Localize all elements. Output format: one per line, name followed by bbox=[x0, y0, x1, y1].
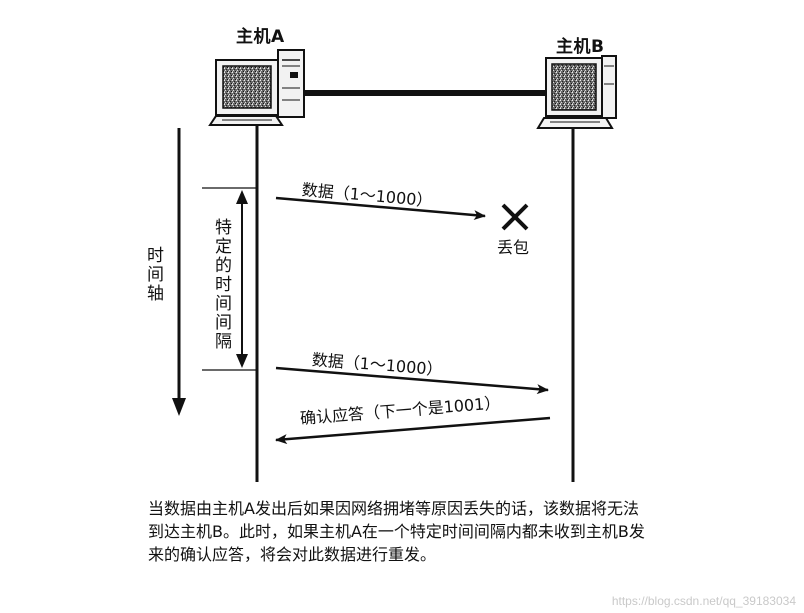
computer-a-icon bbox=[210, 50, 304, 125]
computer-b-icon bbox=[538, 56, 616, 128]
time-axis-arrowhead bbox=[172, 398, 186, 416]
interval-arrowhead-down bbox=[236, 354, 248, 368]
interval-label: 特定的时间间隔 bbox=[212, 218, 229, 351]
cross-icon bbox=[503, 205, 527, 229]
time-axis-label: 时间轴 bbox=[144, 246, 161, 303]
caption-text: 当数据由主机A发出后如果因网络拥堵等原因丢失的话，该数据将无法到达主机B。此时，… bbox=[148, 497, 648, 566]
host-a-label: 主机A bbox=[236, 22, 285, 47]
loss-label: 丢包 bbox=[497, 234, 529, 258]
interval-arrowhead-up bbox=[236, 190, 248, 204]
watermark: https://blog.csdn.net/qq_39183034 bbox=[612, 594, 796, 608]
network-link bbox=[304, 90, 546, 96]
host-b-label: 主机B bbox=[556, 32, 604, 57]
